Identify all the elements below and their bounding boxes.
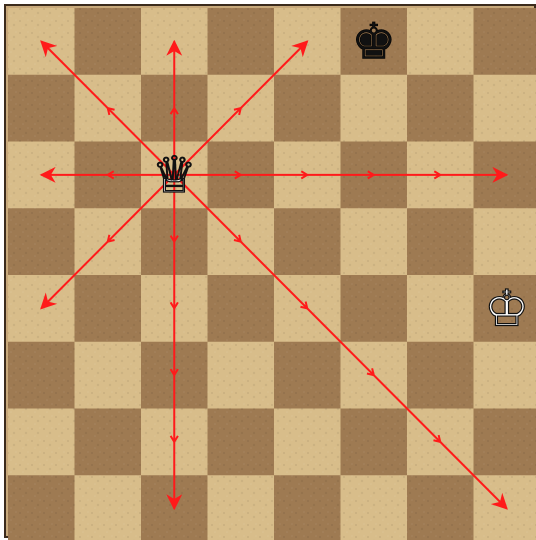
- square-texture: [474, 75, 536, 142]
- square-texture: [407, 275, 474, 342]
- chess-board: ♕ ♚ ♔: [4, 4, 536, 538]
- square-texture: [8, 208, 75, 275]
- square-texture: [75, 275, 142, 342]
- square-texture: [274, 75, 341, 142]
- square-texture: [341, 75, 408, 142]
- white-queen-icon[interactable]: ♕: [152, 146, 197, 204]
- square-texture: [8, 409, 75, 476]
- board-canvas: ♕ ♚ ♔: [6, 6, 536, 540]
- square-texture: [75, 8, 142, 75]
- square-texture: [75, 475, 142, 540]
- square-texture: [407, 342, 474, 409]
- square-texture: [341, 275, 408, 342]
- square-texture: [208, 342, 275, 409]
- square-texture: [474, 342, 536, 409]
- square-texture: [274, 409, 341, 476]
- square-texture: [474, 409, 536, 476]
- square-texture: [75, 409, 142, 476]
- square-texture: [407, 8, 474, 75]
- square-texture: [407, 75, 474, 142]
- square-texture: [208, 8, 275, 75]
- square-texture: [8, 342, 75, 409]
- square-texture: [341, 409, 408, 476]
- square-texture: [75, 342, 142, 409]
- square-texture: [274, 342, 341, 409]
- square-texture: [407, 475, 474, 540]
- black-king-icon[interactable]: ♚: [351, 12, 396, 70]
- square-texture: [341, 208, 408, 275]
- square-texture: [274, 208, 341, 275]
- square-texture: [474, 208, 536, 275]
- square-texture: [274, 475, 341, 540]
- square-texture: [8, 475, 75, 540]
- square-texture: [407, 208, 474, 275]
- square-texture: [208, 275, 275, 342]
- square-texture: [8, 75, 75, 142]
- square-texture: [208, 475, 275, 540]
- white-king-icon[interactable]: ♔: [484, 279, 529, 337]
- square-texture: [208, 409, 275, 476]
- square-texture: [341, 475, 408, 540]
- square-texture: [474, 8, 536, 75]
